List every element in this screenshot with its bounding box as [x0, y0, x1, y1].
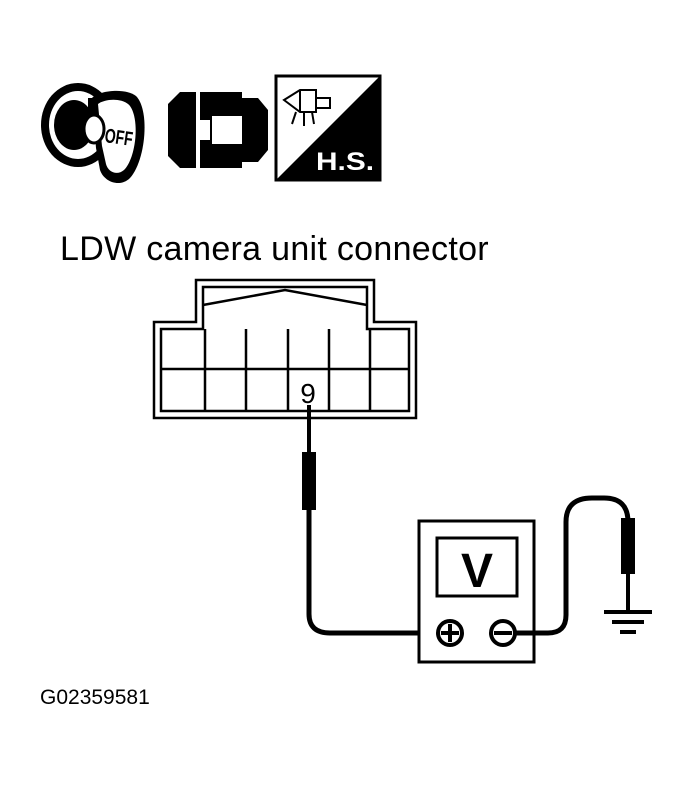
ground-icon [604, 610, 652, 634]
positive-test-lead [302, 405, 434, 636]
harness-side-icon: H.S. [274, 74, 382, 182]
figure-code: G02359581 [40, 686, 150, 709]
voltmeter-display-label: V [461, 545, 493, 598]
harness-connector-icon [282, 89, 331, 126]
negative-test-lead [515, 495, 635, 636]
positive-terminal-icon [436, 619, 464, 647]
pin-number-label: 9 [300, 378, 316, 409]
connector-cavity-grid [161, 329, 409, 411]
disconnected-connector-icon [168, 92, 268, 168]
ignition-off-text: OFF [103, 125, 134, 151]
voltmeter: V [417, 519, 536, 664]
negative-terminal-icon [489, 619, 517, 647]
camera-connector-face [152, 278, 418, 420]
connector-title: LDW camera unit connector [60, 230, 489, 268]
harness-side-text: H.S. [316, 148, 374, 176]
ignition-key-off-icon: OFF [41, 83, 145, 184]
